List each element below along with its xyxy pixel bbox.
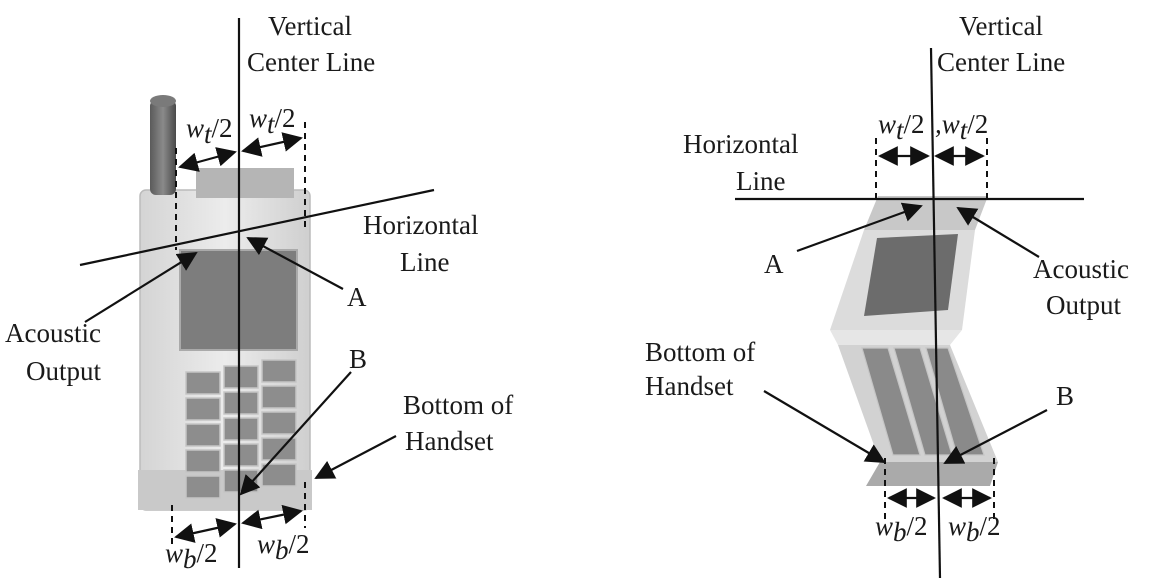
left-point-b-label: B bbox=[349, 344, 367, 374]
left-bottom-arrow bbox=[314, 435, 397, 479]
right-point-a-arrow bbox=[796, 202, 923, 253]
right-bottom-width-right-label: wb/2 bbox=[948, 511, 1001, 547]
left-acoustic-output-arrow bbox=[84, 251, 198, 323]
left-top-width-right-label: wt/2 bbox=[249, 103, 296, 139]
right-bottom-arrow bbox=[763, 390, 886, 464]
right-figure: Vertical Center Line Horizontal Line A A… bbox=[645, 11, 1129, 579]
right-vertical-line-label-2: Center Line bbox=[937, 47, 1065, 77]
left-horizontal-line-label-2: Line bbox=[400, 247, 449, 277]
left-horizontal-line bbox=[79, 188, 435, 267]
left-figure: Vertical Center Line Horizontal Line Aco… bbox=[5, 11, 513, 574]
right-horizontal-line-label-2: Line bbox=[736, 166, 785, 196]
left-bottom-label-1: Bottom of bbox=[403, 390, 513, 420]
right-handset-illustration bbox=[830, 196, 998, 486]
right-point-a-label: A bbox=[764, 249, 784, 279]
left-acoustic-output-label-2: Output bbox=[26, 356, 102, 386]
right-acoustic-output-label-1: Acoustic bbox=[1033, 254, 1129, 284]
right-point-b-label: B bbox=[1056, 381, 1074, 411]
left-bottom-width-left-label: wb/2 bbox=[165, 538, 218, 574]
right-horizontal-line-label-1: Horizontal bbox=[683, 129, 798, 159]
right-bottom-width-left-label: wb/2 bbox=[875, 511, 928, 547]
right-acoustic-output-label-2: Output bbox=[1046, 290, 1122, 320]
left-point-a-label: A bbox=[347, 282, 367, 312]
right-top-width-left-label: wt/2 bbox=[878, 109, 925, 145]
left-acoustic-output-label-1: Acoustic bbox=[5, 318, 101, 348]
left-vertical-line-label-2: Center Line bbox=[247, 47, 375, 77]
left-bottom-label-2: Handset bbox=[405, 426, 494, 456]
left-bottom-width-right-label: wb/2 bbox=[257, 529, 310, 565]
left-keypad bbox=[185, 359, 297, 499]
left-handset-illustration bbox=[138, 95, 312, 511]
left-vertical-line-label-1: Vertical bbox=[268, 11, 352, 41]
right-point-b-arrow bbox=[943, 409, 1048, 464]
right-bottom-label-2: Handset bbox=[645, 371, 734, 401]
right-acoustic-output-arrow bbox=[956, 206, 1040, 258]
left-horizontal-line-label-1: Horizontal bbox=[363, 210, 478, 240]
left-point-a-arrow bbox=[246, 237, 344, 290]
right-bottom-label-1: Bottom of bbox=[645, 337, 755, 367]
left-top-width-left-label: wt/2 bbox=[186, 113, 233, 149]
left-point-b-arrow bbox=[239, 371, 352, 496]
right-vertical-center-line bbox=[929, 47, 942, 579]
right-top-width-right-label: ,wt/2 bbox=[935, 109, 988, 145]
right-vertical-line-label-1: Vertical bbox=[959, 11, 1043, 41]
